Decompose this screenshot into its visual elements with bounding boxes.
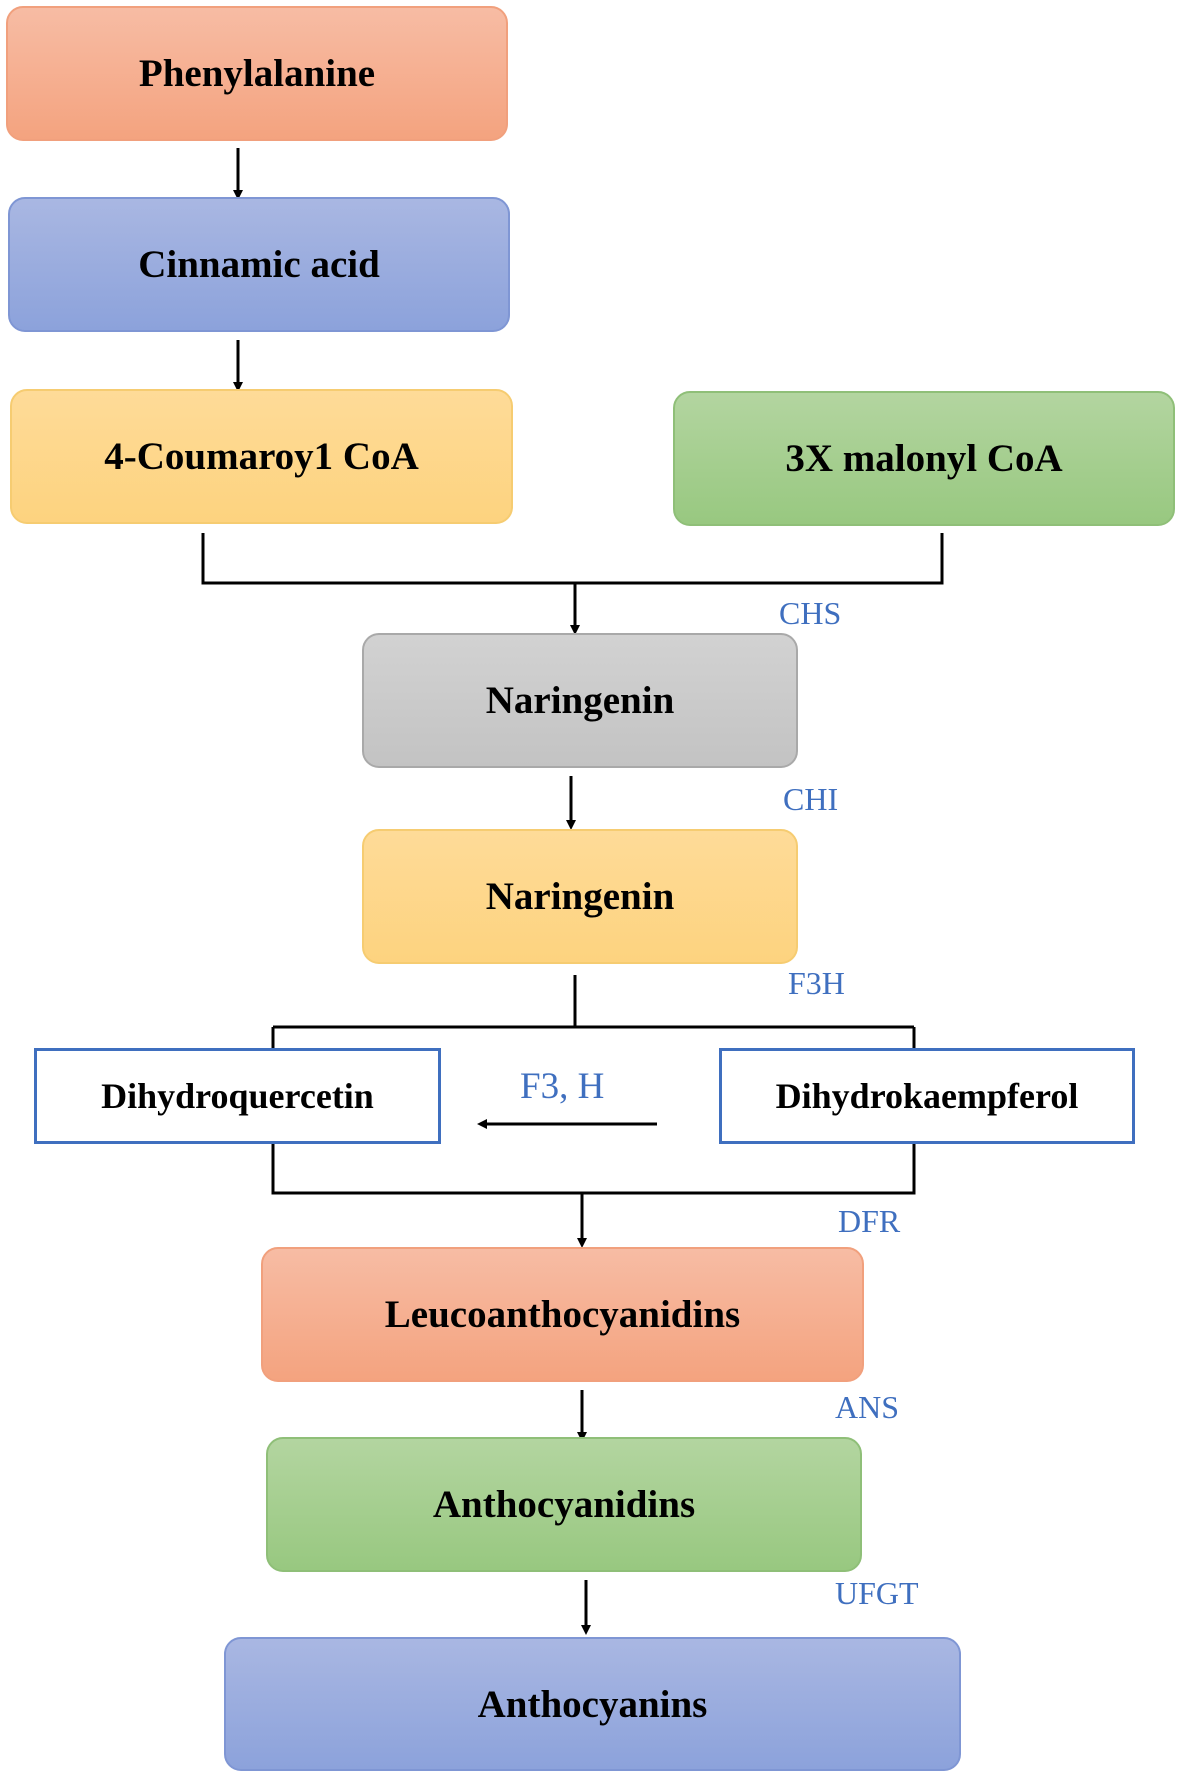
node-leucoanthocyanidins: Leucoanthocyanidins: [261, 1247, 864, 1382]
node-label: Dihydrokaempferol: [775, 1076, 1079, 1116]
node-anthocyanidins: Anthocyanidins: [266, 1437, 862, 1572]
node-malonyl-coa: 3X malonyl CoA: [673, 391, 1175, 526]
node-label: 3X malonyl CoA: [785, 437, 1063, 480]
node-naringenin-gray: Naringenin: [362, 633, 798, 768]
node-naringenin-yellow: Naringenin: [362, 829, 798, 964]
node-anthocyanins: Anthocyanins: [224, 1637, 961, 1771]
enzyme-label-ans: ANS: [835, 1389, 900, 1425]
node-label: Cinnamic acid: [138, 243, 380, 286]
node-label: Naringenin: [485, 875, 675, 918]
enzyme-label-ufgt: UFGT: [835, 1575, 919, 1611]
node-cinnamic-acid: Cinnamic acid: [8, 197, 510, 332]
enzyme-label-f3-h: F3, H: [520, 1066, 605, 1107]
node-dihydroquercetin: Dihydroquercetin: [34, 1048, 441, 1144]
node-label: Naringenin: [485, 679, 675, 722]
bottom-bracket: [271, 1144, 916, 1195]
enzyme-label-chs: CHS: [779, 595, 842, 631]
enzyme-label-dfr: DFR: [838, 1203, 901, 1239]
node-coumaroyl-coa: 4-Coumaroy1 CoA: [10, 389, 513, 524]
node-label: Anthocyanidins: [432, 1483, 696, 1526]
node-phenylalanine: Phenylalanine: [6, 6, 508, 141]
enzyme-label-chi: CHI: [783, 781, 839, 817]
node-label: Dihydroquercetin: [101, 1076, 374, 1116]
node-label: 4-Coumaroy1 CoA: [104, 435, 419, 478]
enzyme-label-f3h: F3H: [788, 965, 845, 1001]
merge-bracket: [201, 533, 944, 585]
node-dihydrokaempferol: Dihydrokaempferol: [719, 1048, 1135, 1144]
node-label: Phenylalanine: [138, 52, 376, 95]
node-label: Leucoanthocyanidins: [384, 1293, 741, 1336]
node-label: Anthocyanins: [477, 1682, 708, 1726]
